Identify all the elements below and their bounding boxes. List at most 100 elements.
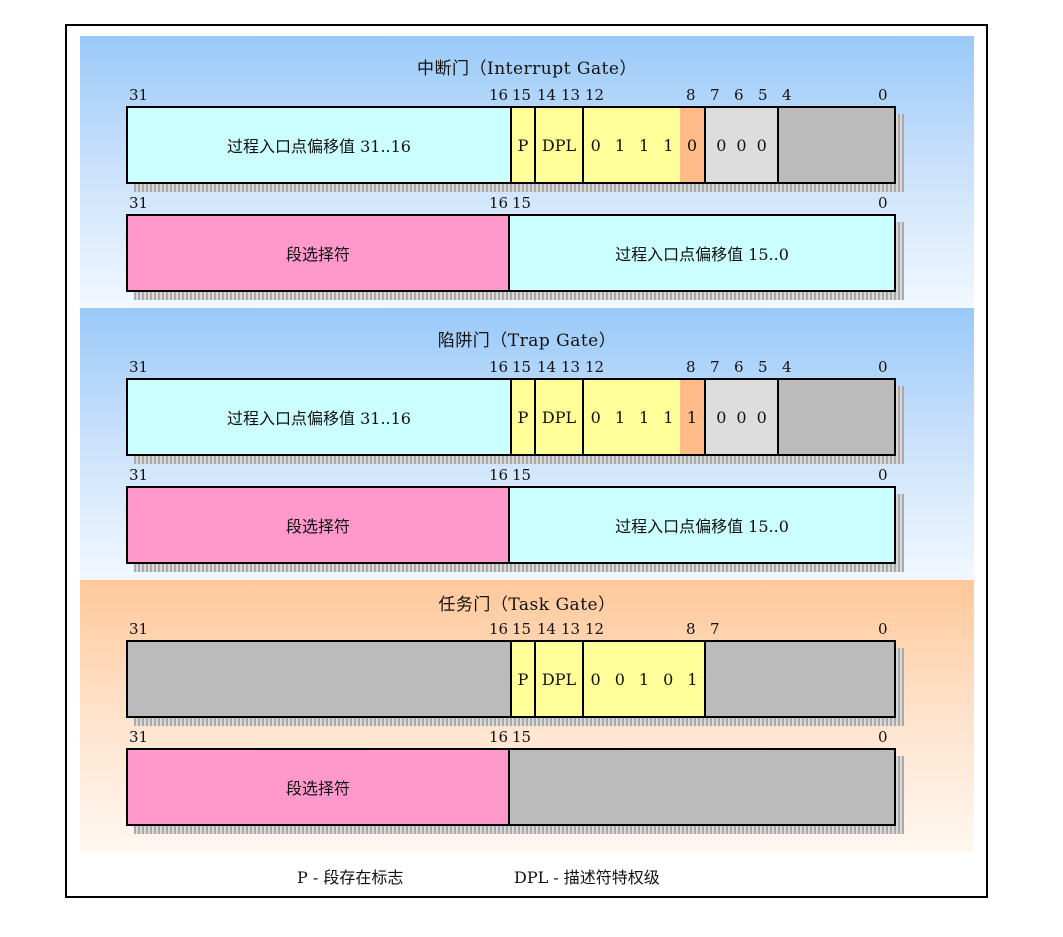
bit-number: 8	[686, 620, 696, 638]
bit-number: 13	[561, 620, 581, 638]
zero-bit: 0	[736, 135, 747, 155]
zero-bit: 0	[756, 407, 767, 427]
type-bit: 1	[663, 407, 674, 427]
bit-number: 13	[561, 358, 581, 376]
bit-number: 31	[129, 358, 149, 376]
bit-number: 31	[129, 466, 149, 484]
bit-number: 6	[734, 86, 744, 104]
segment-selector-field: 段选择符	[128, 488, 508, 562]
dpl-field: DPL	[534, 108, 582, 182]
present-flag-field: P	[510, 380, 534, 454]
type-bit: 1	[614, 407, 625, 427]
bit-number: 15	[512, 358, 532, 376]
bit-number: 7	[710, 620, 720, 638]
bit-number: 7	[710, 86, 720, 104]
bit-number: 16	[489, 728, 509, 746]
bit-number: 0	[878, 358, 888, 376]
segment-selector-field: 段选择符	[128, 750, 508, 824]
bit-number: 4	[782, 86, 792, 104]
bit-number: 16	[489, 194, 509, 212]
bit-number: 5	[758, 86, 768, 104]
d-bit-field: 0	[680, 108, 704, 182]
legend-dpl: DPL - 描述符特权级	[514, 868, 660, 887]
zero-bit: 0	[736, 407, 747, 427]
bit-number: 12	[585, 620, 605, 638]
type-field: 0 1 1 1	[582, 380, 680, 454]
bit-number: 14	[537, 620, 557, 638]
offset-high-field: 过程入口点偏移值 31..16	[128, 380, 510, 454]
offset-high-field: 过程入口点偏移值 31..16	[128, 108, 510, 182]
bit-number: 4	[782, 358, 792, 376]
type-bit: 0	[663, 669, 674, 689]
reserved-zero-field: 0 0 0	[704, 108, 777, 182]
zero-bit: 0	[756, 135, 767, 155]
bit-number: 16	[489, 86, 509, 104]
zero-bit: 0	[716, 135, 727, 155]
bit-number: 31	[129, 194, 149, 212]
interrupt-gate-title: 中断门（Interrupt Gate）	[417, 59, 637, 79]
bit-number: 15	[512, 194, 532, 212]
interrupt-gate-low-dword: 段选择符 过程入口点偏移值 15..0	[126, 214, 896, 292]
bit-number: 5	[758, 358, 768, 376]
bit-number: 8	[686, 358, 696, 376]
d-bit-field: 1	[680, 380, 704, 454]
bit-number: 16	[489, 466, 509, 484]
present-flag-field: P	[510, 642, 534, 716]
bit-number: 0	[878, 728, 888, 746]
bit-number: 6	[734, 358, 744, 376]
type-bit: 1	[638, 669, 650, 689]
bit-number: 14	[537, 86, 557, 104]
bit-number: 13	[561, 86, 581, 104]
trap-gate-low-dword: 段选择符 过程入口点偏移值 15..0	[126, 486, 896, 564]
zero-bit: 0	[716, 407, 727, 427]
bit-number: 14	[537, 358, 557, 376]
bit-number: 7	[710, 358, 720, 376]
type-bit: 1	[687, 669, 698, 689]
offset-low-field: 过程入口点偏移值 15..0	[508, 216, 894, 290]
task-gate-title: 任务门（Task Gate）	[438, 595, 616, 615]
type-bit: 0	[614, 669, 625, 689]
type-bit: 1	[639, 135, 650, 155]
trap-gate-title: 陷阱门（Trap Gate）	[437, 331, 617, 351]
bit-number: 16	[489, 620, 509, 638]
bit-number: 0	[878, 194, 888, 212]
bit-number: 12	[585, 358, 605, 376]
bit-number: 16	[489, 358, 509, 376]
reserved-field	[777, 380, 894, 454]
task-gate-low-dword: 段选择符	[126, 748, 896, 826]
reserved-zero-field: 0 0 0	[704, 380, 777, 454]
dpl-field: DPL	[534, 642, 582, 716]
legend-present-flag: P - 段存在标志	[297, 868, 404, 887]
task-gate-high-dword: P DPL 0 0 1 0 1	[126, 640, 896, 718]
bit-number: 12	[585, 86, 605, 104]
reserved-field	[704, 642, 894, 716]
bit-number: 15	[512, 86, 532, 104]
reserved-field	[508, 750, 894, 824]
trap-gate-high-dword: 过程入口点偏移值 31..16 P DPL 0 1 1 1 1 0 0 0	[126, 378, 896, 456]
bit-number: 31	[129, 620, 149, 638]
type-bit: 1	[639, 407, 650, 427]
segment-selector-field: 段选择符	[128, 216, 508, 290]
bit-number: 31	[129, 728, 149, 746]
reserved-field	[128, 642, 510, 716]
interrupt-gate-high-dword: 过程入口点偏移值 31..16 P DPL 0 1 1 1 0 0 0 0	[126, 106, 896, 184]
bit-number: 0	[878, 620, 888, 638]
bit-number: 8	[686, 86, 696, 104]
type-bit: 0	[590, 135, 601, 155]
reserved-field	[777, 108, 894, 182]
bit-number: 15	[512, 620, 532, 638]
bit-number: 0	[878, 86, 888, 104]
type-field: 0 0 1 0 1	[582, 642, 704, 716]
type-bit: 0	[590, 407, 601, 427]
type-bit: 1	[663, 135, 674, 155]
type-bit: 0	[590, 669, 601, 689]
bit-number: 31	[129, 86, 149, 104]
bit-number: 15	[512, 466, 532, 484]
bit-number: 15	[512, 728, 532, 746]
type-field: 0 1 1 1	[582, 108, 680, 182]
offset-low-field: 过程入口点偏移值 15..0	[508, 488, 894, 562]
dpl-field: DPL	[534, 380, 582, 454]
bit-number: 0	[878, 466, 888, 484]
type-bit: 1	[614, 135, 625, 155]
present-flag-field: P	[510, 108, 534, 182]
